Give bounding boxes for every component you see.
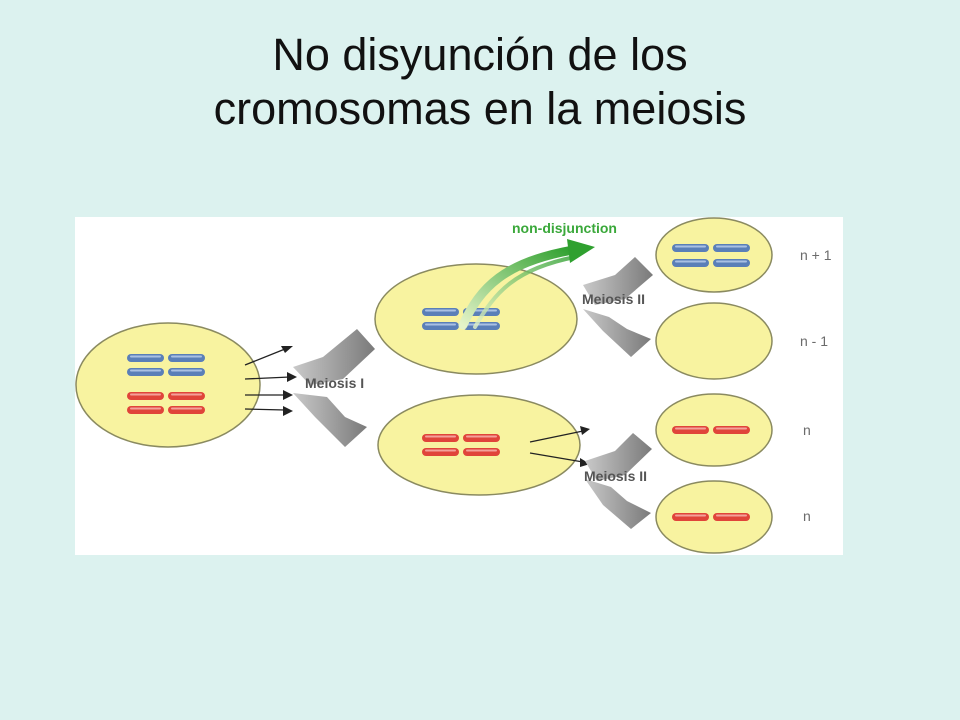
gamete-cell-n-minus-1 xyxy=(655,302,773,380)
non-disjunction-arrow xyxy=(458,239,595,330)
label-n-a: n xyxy=(803,422,811,438)
label-meiosis-2-bottom: Meiosis II xyxy=(584,468,647,484)
label-meiosis-1: Meiosis I xyxy=(305,375,364,391)
parent-spindle-arrowheads xyxy=(281,346,297,416)
label-n-b: n xyxy=(803,508,811,524)
label-meiosis-2-top: Meiosis II xyxy=(582,291,645,307)
meiosis-1-arrows xyxy=(293,329,375,447)
parent-cell xyxy=(75,322,261,448)
label-n-minus-1: n - 1 xyxy=(800,333,828,349)
diagram-canvas: Meiosis I non-disjunction xyxy=(75,217,832,554)
parent-spindle-lines xyxy=(244,348,291,411)
gamete-cell-n-plus-1 xyxy=(655,217,773,293)
upper-daughter-cell xyxy=(374,263,578,375)
meiosis-nondisjunction-diagram: Meiosis I non-disjunction xyxy=(75,217,843,555)
title-line-2: cromosomas en la meiosis xyxy=(213,83,747,134)
label-n-plus-1: n + 1 xyxy=(800,247,832,263)
meiosis-2-top-arrows xyxy=(583,257,653,357)
title-line-1: No disyunción de los xyxy=(272,29,688,80)
lower-spindle-lines xyxy=(529,430,584,463)
slide-title: No disyunción de los cromosomas en la me… xyxy=(0,28,960,136)
meiosis-2-bottom-arrows xyxy=(585,433,652,529)
lower-daughter-cell xyxy=(377,394,581,496)
label-non-disjunction: non-disjunction xyxy=(512,220,617,236)
